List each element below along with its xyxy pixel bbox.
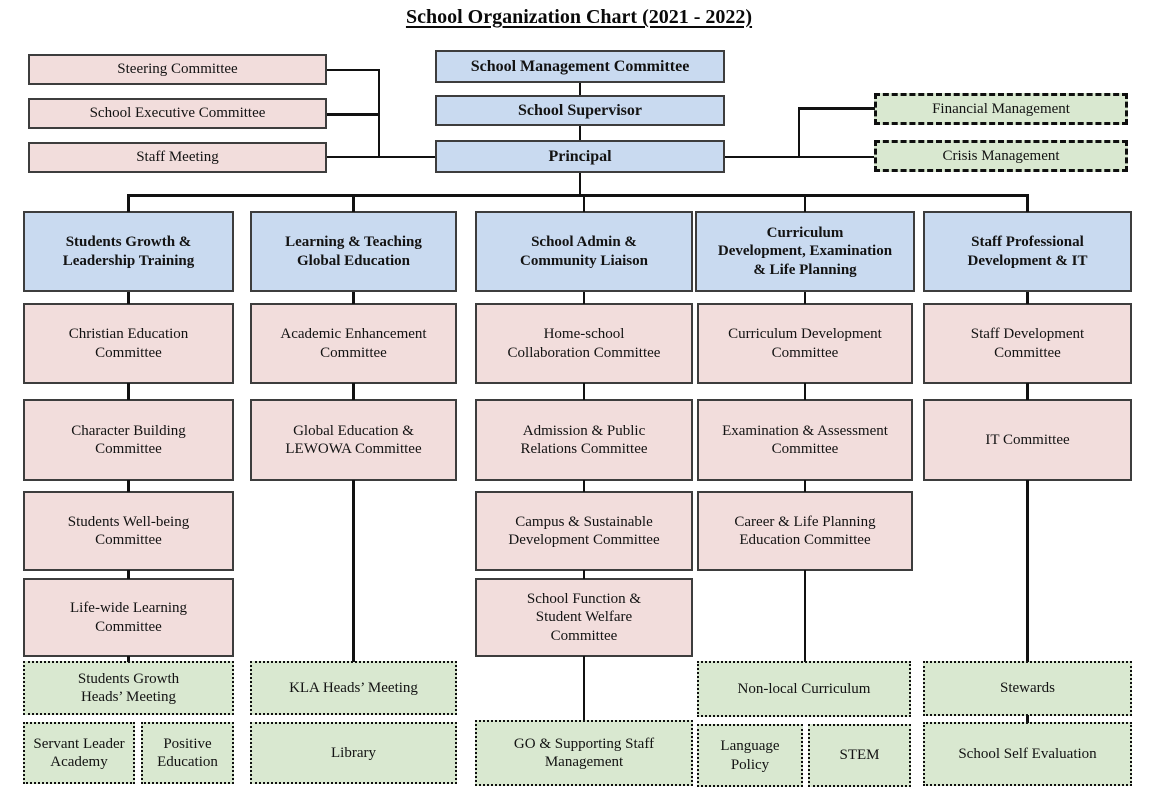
box-lifewide-learning-committee: Life-wide Learning Committee [23, 578, 234, 657]
connector-line [803, 194, 807, 212]
box-admission-public-relations-committee: Admission & Public Relations Committee [475, 399, 693, 481]
connector-line [127, 656, 130, 662]
connector-line [803, 292, 807, 304]
box-curriculum-development-committee: Curriculum Development Committee [697, 303, 913, 384]
connector-line [803, 570, 807, 662]
box-stewards: Stewards [923, 661, 1132, 716]
header-learning-teaching-global: Learning & Teaching Global Education [250, 211, 457, 292]
connector-line [1026, 292, 1029, 304]
box-school-executive-committee: School Executive Committee [28, 98, 327, 129]
connector-line [127, 292, 130, 304]
connector-line [803, 383, 807, 400]
box-go-supporting-staff-management: GO & Supporting Staff Management [475, 720, 693, 786]
connector-line [582, 480, 586, 492]
box-crisis-management: Crisis Management [874, 140, 1128, 172]
header-students-growth-leadership: Students Growth & Leadership Training [23, 211, 234, 292]
connector-line [127, 570, 130, 579]
connector-line [1026, 194, 1029, 212]
header-staff-professional-it: Staff Professional Development & IT [923, 211, 1132, 292]
connector-line [377, 68, 381, 158]
connector-line [1026, 383, 1029, 400]
connector-line [578, 173, 582, 195]
box-steering-committee: Steering Committee [28, 54, 327, 85]
box-servant-leader-academy: Servant Leader Academy [23, 722, 135, 784]
box-principal: Principal [435, 140, 725, 173]
connector-line [582, 292, 586, 304]
connector-line [127, 194, 130, 212]
connector-line [797, 107, 875, 110]
connector-line [578, 126, 582, 140]
box-stem: STEM [808, 724, 911, 787]
connector-line [582, 570, 586, 579]
box-positive-education: Positive Education [141, 722, 234, 784]
box-it-committee: IT Committee [923, 399, 1132, 481]
box-campus-sustainable-development-committee: Campus & Sustainable Development Committ… [475, 491, 693, 571]
box-library: Library [250, 722, 457, 784]
connector-line [797, 107, 801, 158]
connector-line [582, 194, 586, 212]
box-school-self-evaluation: School Self Evaluation [923, 722, 1132, 786]
box-home-school-collaboration-committee: Home-school Collaboration Committee [475, 303, 693, 384]
box-kla-heads-meeting: KLA Heads’ Meeting [250, 661, 457, 715]
connector-line [803, 480, 807, 492]
connector-line [127, 194, 1029, 197]
box-school-management-committee: School Management Committee [435, 50, 725, 83]
box-language-policy: Language Policy [697, 724, 803, 787]
connector-line [1026, 480, 1029, 662]
box-staff-development-committee: Staff Development Committee [923, 303, 1132, 384]
box-staff-meeting: Staff Meeting [28, 142, 327, 173]
box-examination-assessment-committee: Examination & Assessment Committee [697, 399, 913, 481]
connector-line [327, 113, 379, 116]
page-title: School Organization Chart (2021 - 2022) [405, 6, 753, 28]
box-christian-education-committee: Christian Education Committee [23, 303, 234, 384]
connector-line [327, 155, 435, 158]
box-students-wellbeing-committee: Students Well-being Committee [23, 491, 234, 571]
box-school-function-student-welfare-committee: School Function & Student Welfare Commit… [475, 578, 693, 657]
connector-line [1026, 715, 1029, 723]
box-students-growth-heads-meeting: Students Growth Heads’ Meeting [23, 661, 234, 715]
connector-line [582, 656, 586, 721]
header-curriculum-examination-life: Curriculum Development, Examination & Li… [695, 211, 915, 292]
connector-line [127, 480, 130, 492]
box-school-supervisor: School Supervisor [435, 95, 725, 126]
connector-line [352, 194, 355, 212]
connector-line [352, 383, 355, 400]
box-non-local-curriculum: Non-local Curriculum [697, 661, 911, 717]
connector-line [352, 292, 355, 304]
connector-line [327, 68, 379, 71]
connector-line [352, 480, 355, 662]
connector-line [578, 83, 582, 95]
connector-line [582, 383, 586, 400]
header-school-admin-community: School Admin & Community Liaison [475, 211, 693, 292]
box-global-education-lewowa-committee: Global Education & LEWOWA Committee [250, 399, 457, 481]
connector-line [127, 383, 130, 400]
box-character-building-committee: Character Building Committee [23, 399, 234, 481]
box-academic-enhancement-committee: Academic Enhancement Committee [250, 303, 457, 384]
box-financial-management: Financial Management [874, 93, 1128, 125]
box-career-life-planning-education-committee: Career & Life Planning Education Committ… [697, 491, 913, 571]
